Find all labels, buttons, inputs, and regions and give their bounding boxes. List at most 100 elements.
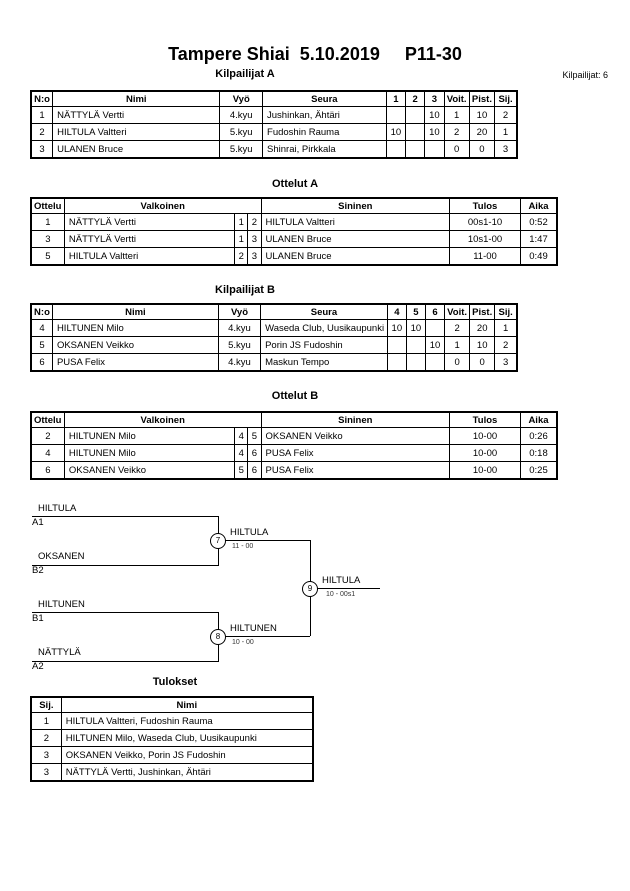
table-cell: 10-00 xyxy=(449,461,521,480)
column-header: Nimi xyxy=(51,303,219,320)
table-cell: Jushinkan, Ähtäri xyxy=(262,106,387,124)
table-cell: HILTULA Valtteri, Fudoshin Rauma xyxy=(60,712,314,730)
bracket-semi1-top-slot: A1 xyxy=(32,517,44,528)
table-cell: 2 xyxy=(30,123,54,141)
column-header: 6 xyxy=(424,303,446,320)
table-cell: 4 xyxy=(234,444,249,462)
table-cell: 00s1-10 xyxy=(449,213,521,231)
table-cell: OKSANEN Veikko xyxy=(260,427,451,445)
bracket-final-score: 10 - 00s1 xyxy=(326,591,356,598)
table-cell: 2 xyxy=(443,123,470,141)
table-cell: 5 xyxy=(30,336,53,354)
table-cell: HILTUNEN Milo, Waseda Club, Uusikaupunki xyxy=(60,729,314,747)
column-header: Tulos xyxy=(449,197,521,214)
table-cell xyxy=(404,140,426,159)
header-row: Sij.Nimi xyxy=(30,696,314,713)
column-header: N:o xyxy=(30,303,53,320)
table-cell: 20 xyxy=(469,319,496,337)
table-cell xyxy=(424,319,446,337)
table-cell: PUSA Felix xyxy=(260,444,451,462)
table-cell: 0 xyxy=(444,353,471,372)
table-cell: HILTULA Valtteri xyxy=(52,123,221,141)
table-cell: 2 xyxy=(247,213,262,231)
table-cell xyxy=(405,336,426,354)
table-cell: 0 xyxy=(468,140,496,159)
bracket-semi1-bottom-name: OKSANEN xyxy=(38,551,85,562)
table-cell: 2 xyxy=(30,427,65,445)
column-header: Seura xyxy=(262,90,387,107)
table-cell: 6 xyxy=(30,461,65,480)
bracket-final-out xyxy=(310,588,380,589)
bracket-semi2-match-number: 8 xyxy=(210,629,226,645)
column-header: Voit. xyxy=(444,303,471,320)
bracket-semi2-score: 10 - 00 xyxy=(232,639,254,646)
results-title: Tulokset xyxy=(152,676,198,688)
table-cell: 0:52 xyxy=(519,213,558,231)
table-cell: 5.kyu xyxy=(217,336,262,354)
column-header: 1 xyxy=(385,90,406,107)
table-cell: 10 xyxy=(385,123,406,141)
table-cell: 10 xyxy=(424,123,445,141)
table-cell: 1 xyxy=(30,106,54,124)
column-header: Valkoinen xyxy=(63,411,262,428)
table-cell: 1 xyxy=(234,213,249,231)
table-cell: 3 xyxy=(494,140,518,159)
table-cell: 5.kyu xyxy=(219,123,264,141)
table-cell: Fudoshin Rauma xyxy=(262,123,387,141)
table-cell: 4.kyu xyxy=(217,319,262,337)
table-cell: Maskun Tempo xyxy=(260,353,388,372)
column-header: Ottelu xyxy=(30,197,65,214)
column-header: Nimi xyxy=(52,90,221,107)
table-cell: 1 xyxy=(30,712,62,730)
table-cell: 10 xyxy=(468,106,496,124)
table-cell: OKSANEN Veikko xyxy=(63,461,236,480)
bracket-semi2-bottom-name: NÄTTYLÄ xyxy=(38,647,81,658)
column-header: Sij. xyxy=(494,90,518,107)
table-cell: 2 xyxy=(494,336,518,354)
table-cell: 0:25 xyxy=(519,461,558,480)
bracket-semi1-top-name: HILTULA xyxy=(38,503,77,514)
table-cell: 0 xyxy=(469,353,496,372)
column-header: Nimi xyxy=(60,696,314,713)
bracket-semi2-winner: HILTUNEN xyxy=(230,623,277,634)
table-cell xyxy=(424,353,446,372)
bracket-semi1-winner: HILTULA xyxy=(230,527,269,538)
table-cell: 10s1-00 xyxy=(449,230,521,248)
table-cell: 3 xyxy=(247,247,262,266)
table-cell: 20 xyxy=(468,123,496,141)
table-cell: 4.kyu xyxy=(219,106,264,124)
table-cell: Waseda Club, Uusikaupunki xyxy=(260,319,388,337)
bracket-final-winner: HILTULA xyxy=(322,575,361,586)
pool-b-title: Kilpailijat B xyxy=(215,284,275,296)
table-cell: 2 xyxy=(494,106,518,124)
bracket-semi1-match-number: 7 xyxy=(210,533,226,549)
table-cell: 0:26 xyxy=(519,427,558,445)
table-cell: 3 xyxy=(30,746,62,764)
table-cell: 10 xyxy=(424,336,446,354)
bracket-semi1-score: 11 - 00 xyxy=(232,543,254,550)
table-cell: PUSA Felix xyxy=(51,353,219,372)
table-cell: 10 xyxy=(469,336,496,354)
column-header: Voit. xyxy=(443,90,470,107)
table-cell: 5.kyu xyxy=(219,140,264,159)
bracket-semi1-bottom-slot: B2 xyxy=(32,565,44,576)
table-cell: 1 xyxy=(494,123,518,141)
table-cell: OKSANEN Veikko xyxy=(51,336,219,354)
table-cell: 3 xyxy=(30,763,62,782)
column-header: 4 xyxy=(386,303,407,320)
